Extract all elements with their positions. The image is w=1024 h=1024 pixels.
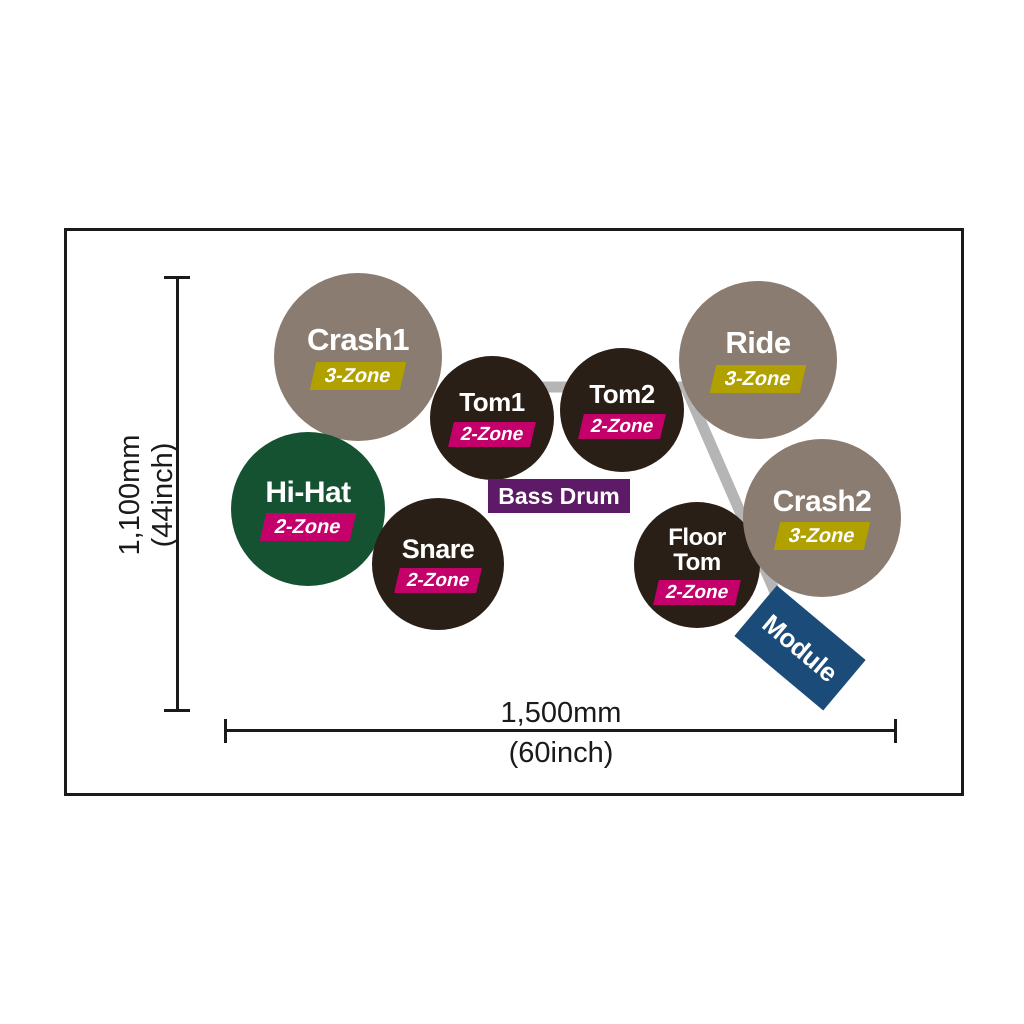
height-dimension-inches: (44inch)	[147, 442, 179, 548]
pad-label: Tom	[673, 549, 721, 576]
pad-label: Hi-Hat	[265, 475, 351, 509]
pad-crash1: Crash1 3-Zone	[274, 273, 442, 441]
zone-badge: 2-Zone	[393, 568, 483, 594]
pad-label: Tom1	[459, 387, 525, 418]
width-dimension-line	[225, 729, 897, 732]
zone-badge: 2-Zone	[577, 413, 667, 439]
pad-floor-tom: Floor Tom 2-Zone	[634, 502, 760, 628]
bass-drum-label: Bass Drum	[488, 479, 630, 513]
width-dimension-value: 1,500mm	[500, 697, 622, 729]
pad-snare: Snare 2-Zone	[372, 498, 504, 630]
pad-tom2: Tom2 2-Zone	[560, 348, 684, 472]
height-dimension-cap-bottom	[164, 709, 190, 712]
pad-label: Floor	[668, 523, 726, 551]
zone-badge: 3-Zone	[709, 364, 807, 393]
height-dimension-value: 1,100mm	[114, 434, 146, 556]
zone-badge: 2-Zone	[259, 513, 357, 542]
height-dimension-label: 1,100mm (44inch)	[113, 390, 181, 600]
zone-badge: 2-Zone	[652, 580, 742, 606]
pad-crash2: Crash2 3-Zone	[743, 439, 901, 597]
pad-tom1: Tom1 2-Zone	[430, 356, 554, 480]
pad-hihat: Hi-Hat 2-Zone	[231, 432, 385, 586]
bass-drum-text: Bass Drum	[498, 482, 620, 509]
height-dimension-cap-top	[164, 276, 190, 279]
width-dimension-inches: (60inch)	[508, 737, 614, 769]
width-dimension-cap-left	[224, 719, 227, 743]
zone-badge: 2-Zone	[447, 421, 537, 447]
pad-label: Tom2	[589, 379, 655, 410]
zone-badge: 3-Zone	[773, 522, 871, 551]
pad-label: Crash1	[306, 322, 410, 358]
pad-ride: Ride 3-Zone	[679, 281, 837, 439]
pad-label: Ride	[725, 325, 791, 361]
pad-label: Snare	[401, 533, 475, 564]
width-dimension-cap-right	[894, 719, 897, 743]
pad-label: Crash2	[772, 484, 872, 518]
height-dimension-line	[176, 277, 179, 712]
zone-badge: 3-Zone	[309, 361, 407, 390]
